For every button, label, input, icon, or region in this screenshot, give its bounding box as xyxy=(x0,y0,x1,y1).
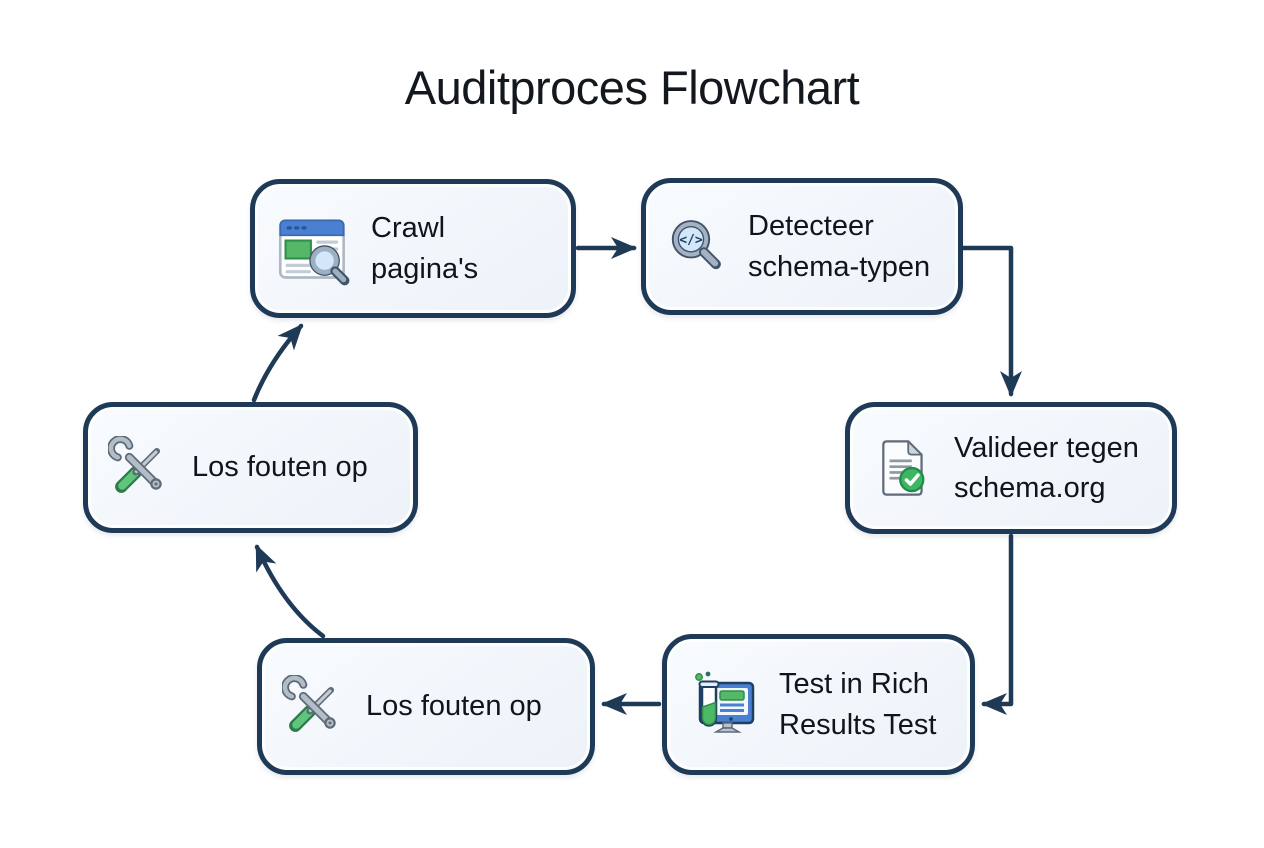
document-check-icon xyxy=(870,436,934,500)
node-detecteer-schema-typen: </> Detecteer schema-typen xyxy=(641,178,963,315)
arrow-detect-to-validate xyxy=(960,245,1022,397)
svg-text:</>: </> xyxy=(679,232,703,247)
browser-search-icon xyxy=(275,211,351,287)
page-title: Auditproces Flowchart xyxy=(404,61,860,114)
node-label: Los fouten op xyxy=(366,690,542,723)
test-tube-monitor-icon xyxy=(687,669,759,741)
arrow-fixleft-to-crawl xyxy=(251,323,304,403)
node-valideer-schema-org: Valideer tegen schema.org xyxy=(845,402,1177,534)
node-label: Test in Rich Results Test xyxy=(779,668,937,741)
node-crawl-paginas: Crawl pagina's xyxy=(250,179,576,318)
arrow-validate-to-richtest xyxy=(981,533,1014,715)
code-magnifier-icon: </> xyxy=(666,216,728,278)
node-label: Valideer tegen schema.org xyxy=(954,431,1139,504)
tools-icon xyxy=(108,435,172,500)
node-label: Detecteer schema-typen xyxy=(748,210,931,283)
tools-icon xyxy=(282,674,346,739)
node-label: Crawl pagina's xyxy=(371,212,479,285)
node-los-fouten-op-bottom: Los fouten op xyxy=(257,638,595,775)
arrow-fix-to-fixleft xyxy=(254,544,326,639)
node-label: Los fouten op xyxy=(192,451,368,484)
node-los-fouten-op-left: Los fouten op xyxy=(83,402,418,533)
node-test-rich-results: Test in Rich Results Test xyxy=(662,634,975,775)
